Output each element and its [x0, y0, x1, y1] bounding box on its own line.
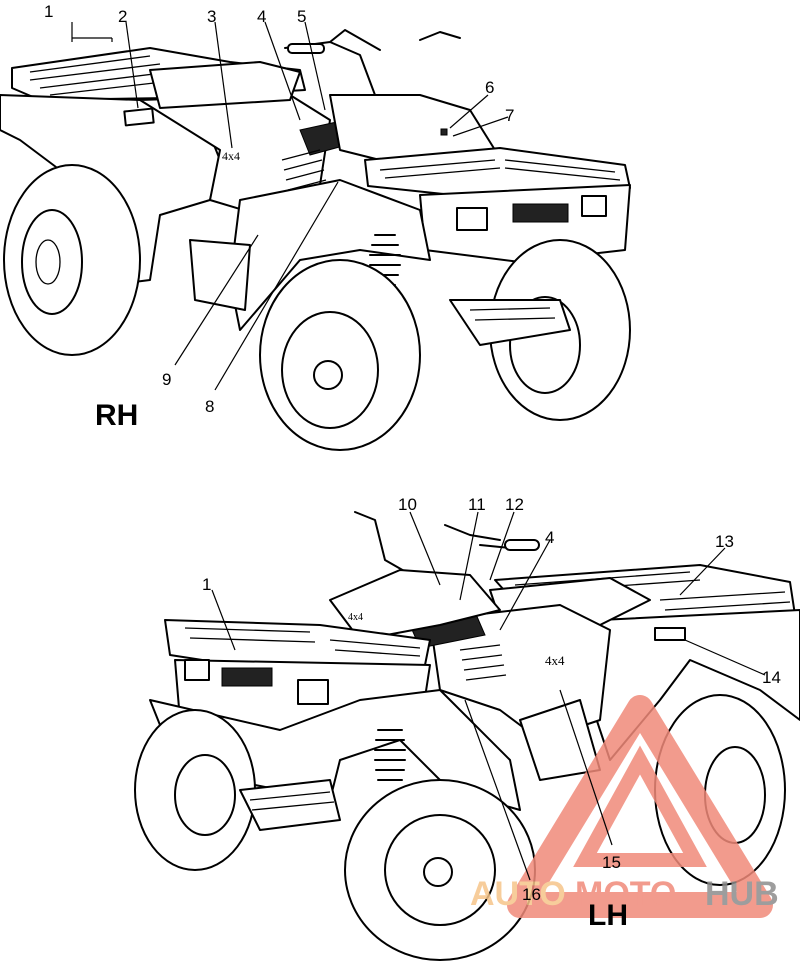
- lh-view: 4x4 4x4: [134, 495, 800, 961]
- lh-callout-1: 1: [202, 575, 211, 594]
- rh-callout-9: 9: [162, 370, 171, 389]
- svg-text:4x4: 4x4: [545, 653, 565, 668]
- rh-side-label: RH: [95, 399, 138, 432]
- rh-callout-7: 7: [505, 106, 514, 125]
- lh-callout-10: 10: [398, 495, 417, 514]
- lh-callout-4: 4: [545, 528, 554, 547]
- watermark-moto: MOTO: [575, 875, 676, 913]
- rh-atv-drawing: 4x4: [0, 29, 631, 451]
- rh-callouts: 1 2 3 4 5 6 7 8 9 RH: [44, 2, 514, 432]
- rh-view: 4x4: [0, 2, 631, 451]
- lh-callout-16: 16: [522, 885, 541, 904]
- svg-text:4x4: 4x4: [348, 612, 363, 623]
- watermark-auto: AUTO: [470, 875, 566, 913]
- lh-callouts: 10 11 12 4 1 13 14 15 16 LH: [202, 495, 781, 932]
- rh-callout-3: 3: [207, 7, 216, 26]
- watermark-logo: AUTO MOTO HUB: [470, 695, 779, 918]
- rh-callout-4: 4: [257, 7, 266, 26]
- lh-side-label: LH: [588, 899, 628, 932]
- rh-callout-2: 2: [118, 7, 127, 26]
- lh-atv-drawing: 4x4 4x4: [134, 511, 800, 961]
- lh-callout-13: 13: [715, 532, 734, 551]
- lh-callout-14: 14: [762, 668, 781, 687]
- rh-callout-1: 1: [44, 2, 53, 21]
- rh-callout-8: 8: [205, 397, 214, 416]
- lh-callout-11: 11: [468, 495, 486, 514]
- rh-callout-5: 5: [297, 7, 306, 26]
- lh-callout-12: 12: [505, 495, 524, 514]
- watermark-hub: HUB: [705, 875, 779, 913]
- lh-callout-15: 15: [602, 853, 621, 872]
- svg-text:4x4: 4x4: [222, 149, 240, 163]
- rh-callout-6: 6: [485, 78, 494, 97]
